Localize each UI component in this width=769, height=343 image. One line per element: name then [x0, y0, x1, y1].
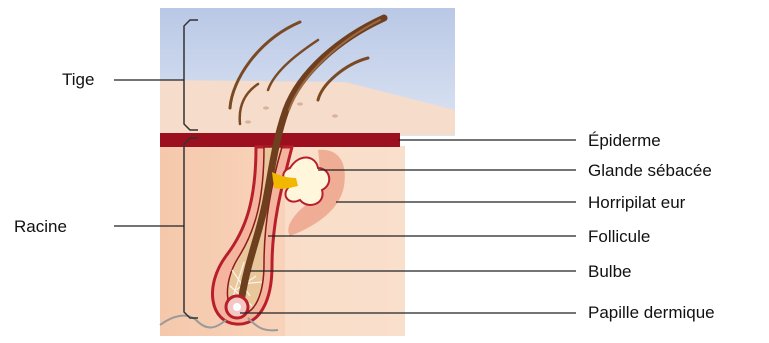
label-epiderme: Épiderme [588, 131, 661, 151]
papilla-core [233, 303, 241, 311]
label-glande-sebacee: Glande sébacée [588, 161, 712, 181]
pore [332, 114, 338, 117]
label-papille-dermique: Papille dermique [588, 303, 715, 323]
pore [297, 102, 303, 105]
label-follicule: Follicule [588, 227, 650, 247]
label-tige: Tige [62, 70, 94, 90]
label-bulbe: Bulbe [588, 262, 631, 282]
label-racine: Racine [14, 217, 67, 237]
label-horripilateur: Horripilat eur [588, 193, 685, 213]
pore [263, 106, 269, 109]
pore [245, 120, 251, 123]
